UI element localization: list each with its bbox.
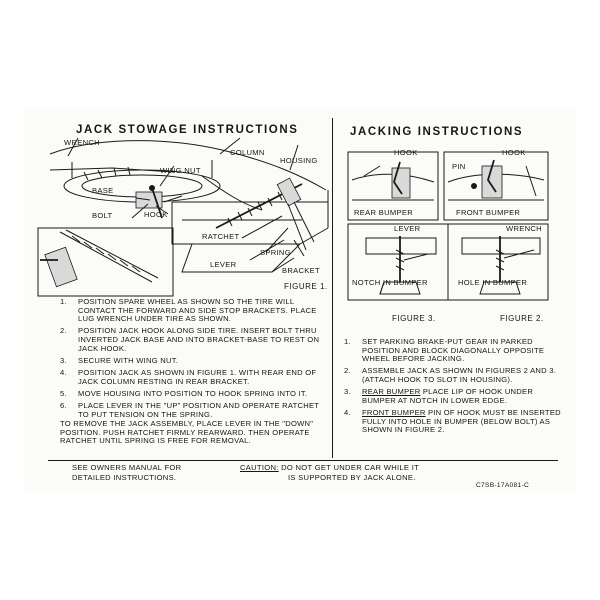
figure-1-inset: [37, 227, 174, 297]
caution-lead: CAUTION:: [240, 463, 279, 472]
jack-column-diagonal: [215, 177, 315, 251]
label-rear-bumper: REAR BUMPER: [354, 208, 413, 217]
inset-jack-column: [40, 229, 159, 288]
owners-manual-line1: SEE OWNERS MANUAL FOR: [72, 463, 182, 472]
jacking-title: JACKING INSTRUCTIONS: [350, 126, 524, 138]
stowage-step: 5.MOVE HOUSING INTO POSITION TO HOOK SPR…: [60, 388, 308, 398]
caution-line2: IS SUPPORTED BY JACK ALONE.: [288, 473, 416, 482]
figures-2-3-illustration: [347, 151, 549, 301]
label-spring: SPRING: [260, 248, 291, 257]
label-wing-nut: WING NUT: [160, 166, 201, 175]
column-divider: [332, 118, 334, 458]
jacking-step: 4.FRONT BUMPER PIN OF HOOK MUST BE INSER…: [344, 407, 561, 435]
label-base: BASE: [92, 186, 114, 195]
removal-instructions: TO REMOVE THE JACK ASSEMBLY, PLACE LEVER…: [60, 419, 314, 446]
hole-panel: [461, 236, 541, 295]
figure-1-caption: FIGURE 1.: [284, 282, 328, 291]
jack-instructions-decal: JACK STOWAGE INSTRUCTIONS JACKING INSTRU…: [24, 108, 576, 492]
label-hook-front: HOOK: [502, 148, 526, 157]
part-number: C7SB-17A081-C: [476, 482, 530, 489]
jacking-step: 2.ASSEMBLE JACK AS SHOWN IN FIGURES 2 AN…: [344, 366, 557, 384]
label-wrench: WRENCH: [64, 138, 100, 147]
figure-3-caption: FIGURE 3.: [392, 314, 436, 323]
stowage-step: 2.POSITION JACK HOOK ALONG SIDE TIRE. IN…: [60, 326, 320, 353]
label-housing: HOUSING: [280, 156, 318, 165]
stowage-step: 3.SECURE WITH WING NUT.: [60, 355, 179, 365]
stowage-step: 4.POSITION JACK AS SHOWN IN FIGURE 1. WI…: [60, 367, 317, 386]
stowage-step: 1.POSITION SPARE WHEEL AS SHOWN SO THE T…: [60, 297, 317, 324]
label-wrench-fig2: WRENCH: [506, 224, 542, 233]
stowage-steps-list: 1.POSITION SPARE WHEEL AS SHOWN SO THE T…: [60, 297, 322, 423]
jacking-steps-list: 1.SET PARKING BRAKE-PUT GEAR IN PARKED P…: [344, 337, 566, 438]
label-lever-fig3: LEVER: [394, 224, 421, 233]
jacking-step: 3.REAR BUMPER PLACE LIP OF HOOK UNDER BU…: [344, 387, 534, 405]
label-front-bumper: FRONT BUMPER: [456, 208, 521, 217]
figure-2-caption: FIGURE 2.: [500, 314, 544, 323]
notch-panel: [365, 236, 437, 295]
label-column: COLUMN: [230, 148, 265, 157]
label-bracket: BRACKET: [282, 266, 320, 275]
label-hook: HOOK: [144, 210, 168, 219]
footer-rule: [48, 460, 558, 462]
stowage-step: 6.PLACE LEVER IN THE "UP" POSITION AND O…: [60, 400, 320, 419]
caution-line1: CAUTION: DO NOT GET UNDER CAR WHILE IT: [240, 463, 420, 472]
label-hook-rear: HOOK: [394, 148, 418, 157]
label-hole-in-bumper: HOLE IN BUMPER: [458, 278, 528, 287]
owners-manual-line2: DETAILED INSTRUCTIONS.: [72, 473, 177, 482]
label-notch-in-bumper: NOTCH IN BUMPER: [352, 278, 428, 287]
spare-tire: [63, 160, 221, 203]
label-bolt: BOLT: [92, 211, 113, 220]
rear-bumper-panel: [351, 161, 435, 201]
front-bumper-panel: [447, 159, 545, 201]
label-ratchet: RATCHET: [202, 232, 240, 241]
label-lever: LEVER: [210, 260, 237, 269]
figure-1-stowage-illustration: [37, 137, 329, 297]
figure-1-leaders: [67, 137, 305, 261]
label-pin: PIN: [452, 162, 466, 171]
jack-stowage-title: JACK STOWAGE INSTRUCTIONS: [76, 124, 299, 136]
jacking-step: 1.SET PARKING BRAKE-PUT GEAR IN PARKED P…: [344, 337, 545, 364]
